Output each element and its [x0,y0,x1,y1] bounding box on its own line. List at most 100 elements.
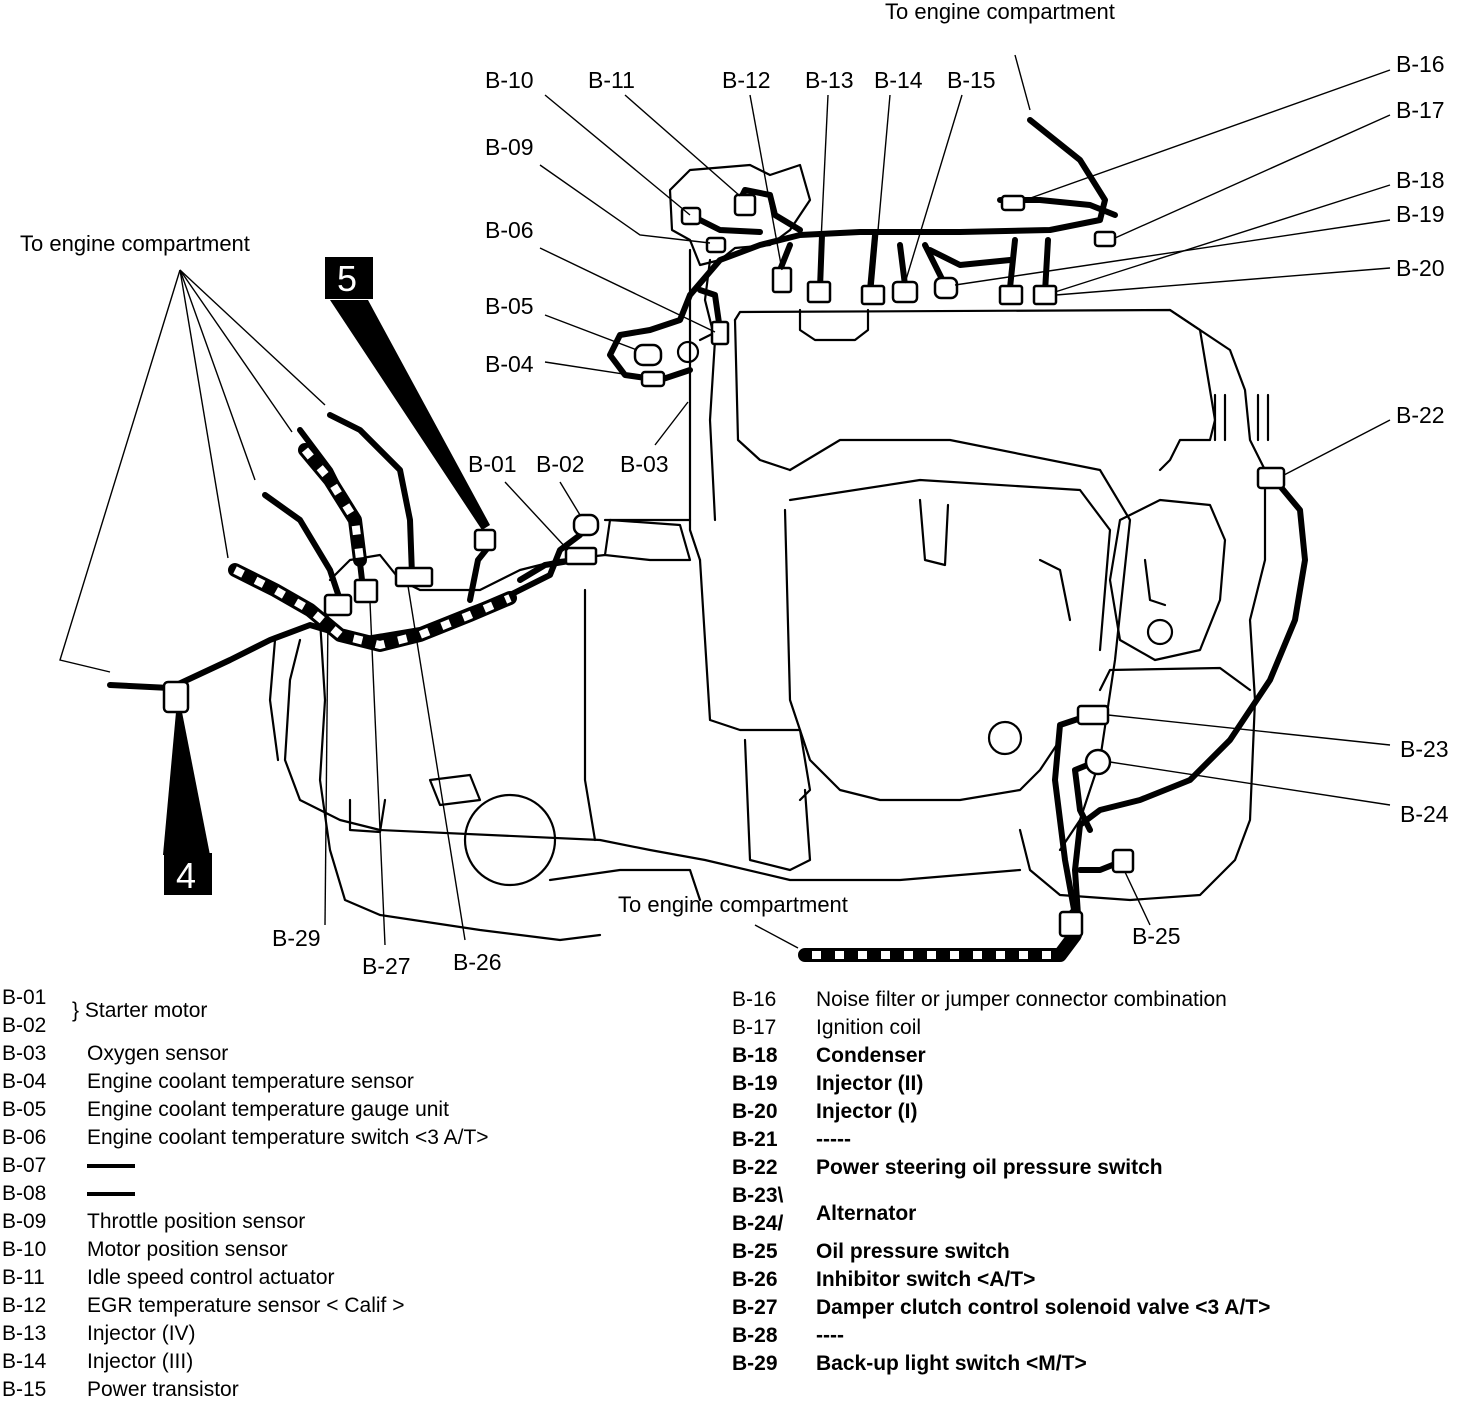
legend-row: B-12 EGR temperature sensor < Calif > [2,1292,702,1320]
legend-desc: Idle speed control actuator [87,1266,335,1289]
legend-desc: Injector (III) [87,1350,194,1373]
label-b23: B-23 [1400,736,1449,762]
legend-code: B-15 [2,1378,47,1401]
legend-code: B-22 [732,1156,778,1179]
connectors [162,193,1286,938]
label-b01: B-01 [468,451,517,477]
legend-code: B-12 [2,1294,47,1317]
legend-desc: Injector (II) [816,1072,924,1095]
legend-row: B-20 Injector (I) [732,1098,1452,1126]
legend-row: B-14 Injector (III) [2,1348,702,1376]
legend-code: B-05 [2,1098,47,1121]
engine-outline [268,163,1270,942]
legend-row: B-02 [2,1012,702,1040]
label-b03: B-03 [620,451,669,477]
legend-code: B-16 [732,988,777,1011]
legend-row: B-07 [2,1152,702,1180]
label-b13: B-13 [805,67,854,93]
label-b09: B-09 [485,134,534,160]
legend-desc: ---- [816,1324,844,1347]
legend-left: B-01 B-02 } Starter motor B-03 Oxygen sen… [2,984,702,1404]
note-left: To engine compartment [20,231,250,256]
legend-desc: Condenser [816,1044,926,1067]
callout-labels: B-10 B-11 B-12 B-13 B-14 B-15 B-09 B-06 … [20,0,1449,979]
label-b06: B-06 [485,217,534,243]
legend-desc: Motor position sensor [87,1238,288,1261]
label-b25: B-25 [1132,923,1181,949]
label-b12: B-12 [722,67,771,93]
engine-harness-diagram: B-10 B-11 B-12 B-13 B-14 B-15 B-09 B-06 … [20,0,1449,979]
legend-dash [87,1180,135,1208]
legend-row: B-01 [2,984,702,1012]
legend-desc: Injector (I) [816,1100,918,1123]
label-b10: B-10 [485,67,534,93]
label-b27: B-27 [362,953,411,979]
legend-desc: Engine coolant temperature sensor [87,1070,414,1093]
legend-code: B-08 [2,1182,47,1205]
legend-row: B-13 Injector (IV) [2,1320,702,1348]
legend-code: B-07 [2,1154,47,1177]
legend-code: B-25 [732,1240,778,1263]
legend-row: B-24/ [732,1210,1452,1238]
label-b29: B-29 [272,925,321,951]
legend-code: B-26 [732,1268,778,1291]
legend-desc: Throttle position sensor [87,1210,306,1233]
legend-desc: Power transistor [87,1378,239,1401]
legend-row: B-08 [2,1180,702,1208]
legend-code: B-21 [732,1128,778,1151]
legend-code: B-14 [2,1350,47,1373]
legend-code: B-01 [2,986,47,1009]
legend-right: B-16 Noise filter or jumper connector com… [732,986,1452,1378]
label-b17: B-17 [1396,97,1445,123]
legend-code: B-09 [2,1210,47,1233]
legend-desc: ----- [816,1128,851,1151]
legend-row: B-19 Injector (II) [732,1070,1452,1098]
legend-desc: Power steering oil pressure switch [816,1156,1163,1179]
legend-row: B-09 Throttle position sensor [2,1208,702,1236]
legend-code: B-13 [2,1322,47,1345]
legend-code: B-03 [2,1042,47,1065]
label-b02: B-02 [536,451,585,477]
legend-row: B-18 Condenser [732,1042,1452,1070]
legend-code: B-17 [732,1016,777,1039]
legend-code: B-20 [732,1100,778,1123]
legend-desc: Engine coolant temperature switch <3 A/T… [87,1126,489,1149]
label-b26: B-26 [453,949,502,975]
legend-row: B-11 Idle speed control actuator [2,1264,702,1292]
label-b22: B-22 [1396,402,1445,428]
legend-desc: Back-up light switch <M/T> [816,1352,1087,1375]
legend-desc: Ignition coil [816,1016,922,1039]
legend-row: B-10 Motor position sensor [2,1236,702,1264]
legend-code: B-29 [732,1352,778,1375]
starter-motor-group: } Starter motor [72,999,208,1022]
legend-row: B-17 Ignition coil [732,1014,1452,1042]
legend-row: B-23\ [732,1182,1452,1210]
legend-code: B-10 [2,1238,47,1261]
view-markers: 5 4 [163,257,490,896]
label-b24: B-24 [1400,801,1449,827]
legend-code: B-24/ [732,1212,784,1235]
label-b05: B-05 [485,293,534,319]
legend-desc: Noise filter or jumper connector combina… [816,988,1227,1011]
legend-code: B-19 [732,1072,778,1095]
legend-code: B-02 [2,1014,47,1037]
legend-row: B-03 Oxygen sensor [2,1040,702,1068]
label-b18: B-18 [1396,167,1445,193]
legend-desc: Injector (IV) [87,1322,196,1345]
label-b04: B-04 [485,351,534,377]
legend-desc: Oxygen sensor [87,1042,229,1065]
leader-lines [59,54,1391,949]
legend-row: B-15 Power transistor [2,1376,702,1404]
legend-code: B-11 [2,1266,45,1289]
legend-row: B-29 Back-up light switch <M/T> [732,1350,1452,1378]
label-b14: B-14 [874,67,923,93]
view-marker-4: 4 [176,855,196,896]
legend-code: B-18 [732,1044,778,1067]
legend-desc: EGR temperature sensor < Calif > [87,1294,405,1317]
